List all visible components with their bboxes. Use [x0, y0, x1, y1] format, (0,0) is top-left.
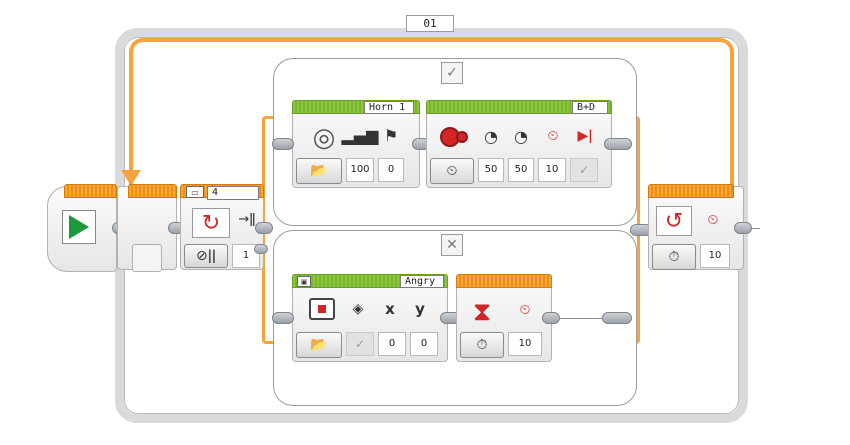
loop-index-box [132, 244, 162, 272]
loop-repeat-icon[interactable]: ↺ [656, 206, 692, 236]
speaker-icon[interactable]: ◎ [312, 123, 336, 153]
switch-tab-false[interactable]: ✕ [441, 234, 463, 256]
wait-timer-output-plug [542, 312, 560, 324]
sequence-wire-top [129, 38, 734, 188]
loop-interrupt-value[interactable]: 10 [700, 244, 730, 268]
play-type-icon: ⚑ [383, 125, 399, 145]
sound-file-name[interactable]: Horn 1 [364, 101, 414, 114]
motor-duration-value[interactable]: 10 [538, 158, 566, 182]
brightness-sensor-icon[interactable]: ↻ [192, 208, 230, 238]
x-label: x [385, 300, 395, 318]
hourglass-icon[interactable]: ⧗ [472, 296, 492, 327]
volume-icon: ▂▄▆ [341, 125, 379, 145]
display-y-value[interactable]: 0 [410, 332, 438, 356]
brightness-value-icon: →ǁ [238, 211, 256, 227]
loop-start-top [128, 184, 177, 198]
brake-icon: ▶ǀ [577, 128, 593, 144]
wait-timer-value[interactable]: 10 [508, 332, 542, 356]
loop-index-tag[interactable]: 4 [207, 186, 259, 200]
motor-output-plug [604, 138, 632, 150]
motor-brake-value[interactable]: ✓ [570, 158, 598, 182]
loop-end-output-plug [734, 222, 752, 234]
display-mode-button[interactable]: 📂 [296, 332, 342, 358]
move-steering-top [426, 100, 612, 114]
false-case-wire [560, 318, 604, 319]
loop-label[interactable]: 01 [406, 15, 454, 32]
steering-icon: ◔ [484, 126, 498, 146]
loop-end-top [648, 184, 734, 198]
display-tag-icon: ▣ [297, 276, 311, 287]
wait-timer-top [456, 274, 552, 288]
play-icon[interactable] [62, 210, 96, 244]
wait-timer-mode-button[interactable]: ⏱ [460, 332, 504, 358]
motor-steering-value[interactable]: 50 [478, 158, 504, 182]
motor-mode-button[interactable]: ⏲ [430, 158, 474, 184]
switch-tab-true[interactable]: ✓ [441, 62, 463, 84]
motor-power-value[interactable]: 50 [508, 158, 534, 182]
loop-end-mode-button[interactable]: ⏱ [652, 244, 696, 270]
duration-icon: ⏲ [547, 128, 559, 144]
loop-exit-wire [752, 228, 760, 229]
motor-ports[interactable]: B+D [572, 101, 608, 114]
sound-volume-value[interactable]: 100 [346, 158, 374, 182]
false-case-end-plug [602, 312, 632, 324]
timer-icon: ⏲ [519, 302, 531, 318]
display-input-plug [272, 312, 294, 324]
switch-input-plug [254, 244, 268, 254]
start-block-top [64, 184, 117, 198]
loop-index-icon: ▭ [186, 186, 204, 198]
steering-motor-icon[interactable] [434, 120, 474, 154]
loop-timer-icon: ⏲ [707, 212, 719, 228]
power-icon: ◔ [514, 126, 528, 146]
eraser-icon: ◈ [352, 301, 364, 317]
display-image-name[interactable]: Angry [400, 275, 444, 288]
display-x-value[interactable]: 0 [378, 332, 406, 356]
sound-input-plug [272, 138, 294, 150]
wait-mode-button[interactable]: ⊘ǀǀ [184, 244, 228, 268]
wait-brightness-output-plug [255, 222, 273, 234]
display-icon[interactable] [304, 294, 340, 324]
sound-mode-button[interactable]: 📂 [296, 158, 342, 184]
sequence-wire-arrow [121, 170, 141, 186]
display-clear-value[interactable]: ✓ [346, 332, 374, 356]
y-label: y [415, 300, 425, 318]
sound-play-type-value[interactable]: 0 [378, 158, 404, 182]
